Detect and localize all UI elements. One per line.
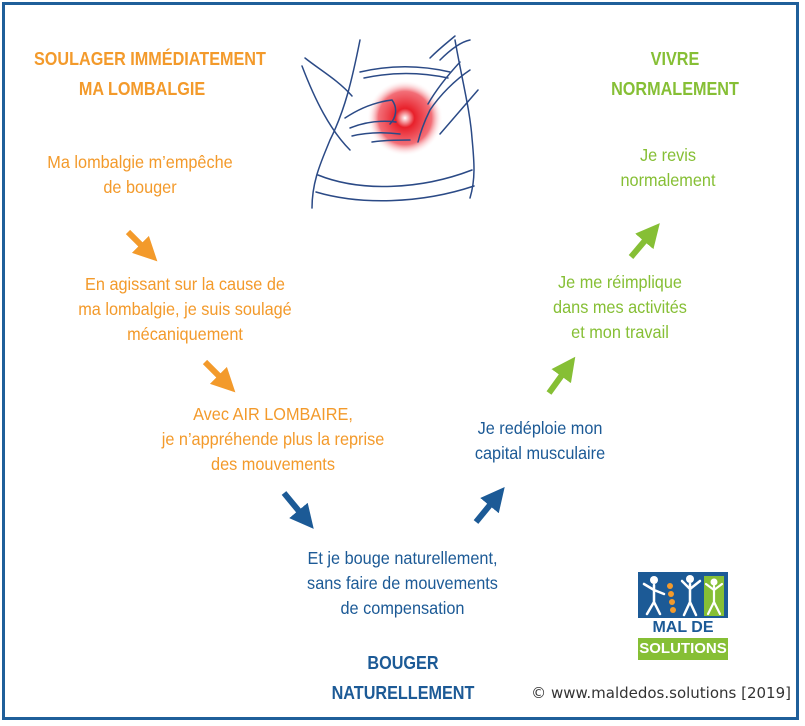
arrow-step6-to-step7 — [628, 223, 660, 259]
logo-line-2: SOLUTIONS — [638, 638, 728, 660]
step-3: Avec AIR LOMBAIRE,je n’appréhende plus l… — [161, 404, 385, 474]
arrow-step1-to-step2 — [125, 229, 158, 262]
arrow-step5-to-step6 — [546, 356, 576, 395]
diagram-frame — [2, 2, 799, 720]
arrow-step2-to-step3 — [202, 359, 236, 393]
mal-de-dos-solutions-logo: MAL DE DOS SOLUTIONS — [638, 572, 728, 660]
logo-figures-icon — [638, 572, 728, 618]
lower-back-pain-illustration — [301, 35, 479, 209]
arrow-step3-to-step4 — [281, 491, 314, 529]
arrow-step4-to-step5 — [473, 487, 505, 524]
step-4: Et je bouge naturellement,sans faire de … — [307, 548, 498, 618]
logo-line-1: MAL DE DOS — [638, 618, 728, 656]
copyright-text: © www.maldedos.solutions [2019] — [531, 684, 791, 702]
